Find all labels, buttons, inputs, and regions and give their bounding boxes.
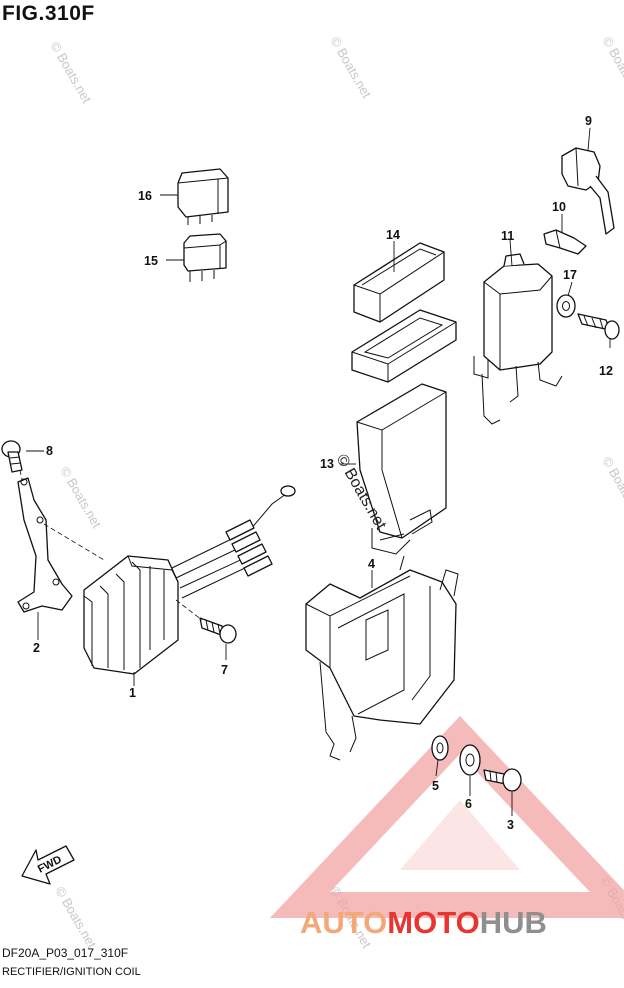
warning-triangle-graphic: [269, 716, 624, 918]
callout-12: 12: [599, 364, 613, 378]
callout-4: 4: [368, 557, 375, 571]
part-2-bracket: [17, 477, 73, 613]
brand-part-moto: MOTO: [387, 905, 480, 940]
brand-part-hub: HUB: [479, 905, 547, 940]
callout-9: 9: [585, 114, 592, 128]
part-9-plug-cap: [561, 147, 615, 235]
part-11-ignition-coil: [473, 253, 563, 425]
callout-8: 8: [46, 444, 53, 458]
callout-15: 15: [144, 254, 158, 268]
callout-11: 11: [501, 229, 514, 243]
part-12-bolt: [577, 313, 620, 340]
callout-1: 1: [129, 686, 136, 700]
figure-name: RECTIFIER/IGNITION COIL: [2, 966, 141, 978]
part-5-grommet: [431, 735, 449, 761]
part-1-rectifier: [83, 485, 296, 675]
part-13-cdi-unit: [356, 383, 447, 555]
part-8-bolt: [1, 440, 23, 473]
callout-numbers: 1 2 3 4 5 6 7 8 9 10 11 12 13 14 15 16 1…: [33, 114, 613, 832]
callout-3: 3: [507, 818, 514, 832]
callout-13: 13: [320, 457, 334, 471]
watermark-4: © Boats.net: [57, 464, 104, 531]
part-16-relay: [177, 168, 229, 225]
figure-title: FIG.310F: [2, 2, 95, 25]
callout-2: 2: [33, 641, 40, 655]
part-7-bolt: [199, 617, 237, 644]
part-3-bolt: [483, 768, 522, 792]
part-14-cover: [351, 242, 457, 383]
fwd-arrow: FWD: [21, 845, 75, 885]
part-17-washer: [556, 294, 576, 318]
alignment-lines: [19, 469, 203, 621]
watermark-6: © Boats.net: [52, 884, 99, 951]
watermark-1: © Boats.net: [47, 39, 94, 106]
callout-5: 5: [432, 779, 439, 793]
callout-14: 14: [386, 228, 400, 242]
callout-17: 17: [563, 268, 577, 282]
callout-10: 10: [552, 200, 566, 214]
watermark-2: © Boats.net: [327, 34, 374, 101]
callout-16: 16: [138, 189, 152, 203]
watermark-5: © Boats.net: [599, 454, 624, 521]
brand-part-auto: AUTO: [300, 905, 388, 940]
callout-7: 7: [221, 663, 228, 677]
part-15-relay: [183, 233, 227, 282]
leader-lines: [26, 127, 611, 816]
callout-6: 6: [465, 797, 472, 811]
figure-code: DF20A_P03_017_310F: [2, 946, 129, 960]
brand-logo-text: AUTOMOTOHUB: [300, 905, 547, 941]
watermark-3: © Boats.net: [599, 34, 624, 101]
part-10-clamp: [543, 229, 587, 255]
part-6-collar: [459, 744, 481, 776]
part-4-bracket-box: [305, 555, 459, 761]
